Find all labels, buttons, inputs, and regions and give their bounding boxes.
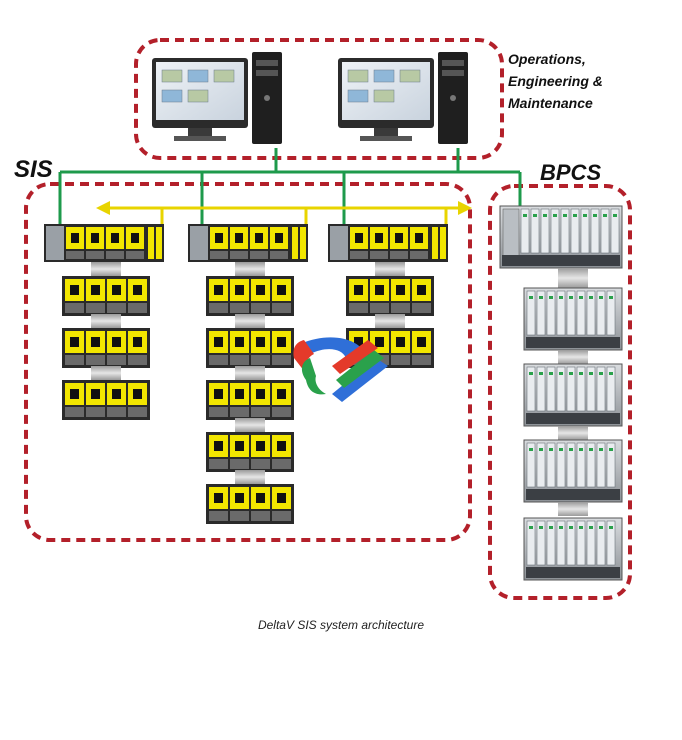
module-connector: [91, 366, 121, 380]
bpcs-rack-icon: [523, 517, 623, 581]
sis-label: SIS: [14, 156, 53, 183]
sis-module-icon: [346, 276, 434, 316]
bpcs-rack-icon: [523, 287, 623, 351]
workstation-icon: [338, 52, 468, 144]
sis-module-icon: [206, 276, 294, 316]
module-connector: [235, 262, 265, 276]
module-connector: [558, 350, 588, 364]
module-connector: [235, 314, 265, 328]
ops-line-3: Maintenance: [508, 95, 593, 111]
control-network: [58, 148, 522, 226]
sis-module-icon: [206, 328, 294, 368]
diagram-caption: DeltaV SIS system architecture: [257, 618, 425, 632]
module-connector: [235, 470, 265, 484]
module-connector: [375, 262, 405, 276]
module-connector: [558, 268, 588, 288]
ops-line-2: Engineering &: [508, 73, 603, 89]
operations-group-border: [134, 38, 504, 160]
module-connector: [558, 502, 588, 516]
bpcs-label: BPCS: [540, 160, 602, 185]
sis-module-icon: [206, 432, 294, 472]
deltav-logo: [293, 337, 388, 402]
module-connector: [91, 262, 121, 276]
module-connector: [558, 426, 588, 440]
bpcs-group-border: [488, 184, 632, 600]
sis-module-icon: [206, 380, 294, 420]
module-connector: [235, 418, 265, 432]
bpcs-rack-icon: [499, 205, 623, 269]
sis-controller-carrier: [328, 224, 448, 262]
workstation-icon: [152, 52, 282, 144]
module-connector: [375, 314, 405, 328]
bpcs-rack-icon: [523, 363, 623, 427]
operations-label: Operations, Engineering & Maintenance: [508, 48, 678, 114]
sis-group-border: [24, 182, 472, 542]
module-connector: [235, 366, 265, 380]
ops-line-1: Operations,: [508, 51, 586, 67]
module-connector: [91, 314, 121, 328]
sis-controller-carrier: [188, 224, 308, 262]
sis-module-icon: [206, 484, 294, 524]
bpcs-rack-icon: [523, 439, 623, 503]
sis-module-icon: [62, 276, 150, 316]
sis-module-icon: [62, 328, 150, 368]
sis-module-icon: [62, 380, 150, 420]
sis-controller-carrier: [44, 224, 164, 262]
